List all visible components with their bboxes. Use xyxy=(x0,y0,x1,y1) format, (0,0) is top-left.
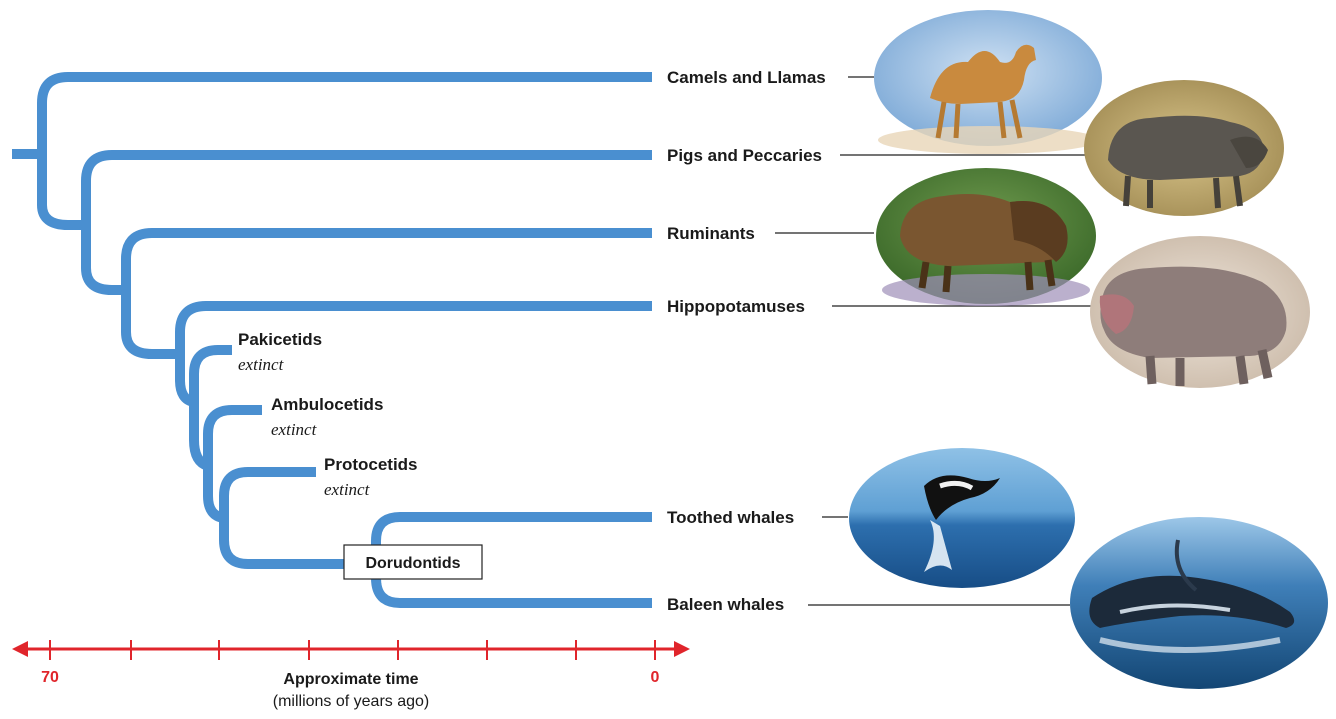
label-ruminants: Ruminants xyxy=(667,224,755,243)
label-protocetids-extinct: extinct xyxy=(324,480,371,499)
axis-title: Approximate time xyxy=(283,671,418,688)
label-toothed-whales: Toothed whales xyxy=(667,508,794,527)
camel-photo xyxy=(874,10,1102,154)
branch-hippos xyxy=(180,306,652,402)
axis-label-70: 70 xyxy=(41,669,59,686)
branch-ruminants xyxy=(126,233,652,354)
label-protocetids: Protocetids xyxy=(324,455,418,474)
hippo-photo xyxy=(1090,236,1310,388)
time-axis: 70 0 Approximate time (millions of years… xyxy=(12,640,690,710)
orca-photo xyxy=(849,448,1075,588)
label-pigs: Pigs and Peccaries xyxy=(667,146,822,165)
branch-pigs xyxy=(86,155,652,290)
label-camels: Camels and Llamas xyxy=(667,68,826,87)
label-hippos: Hippopotamuses xyxy=(667,297,805,316)
axis-label-0: 0 xyxy=(651,669,660,686)
humpback-photo xyxy=(1070,517,1328,689)
label-pakicetids: Pakicetids xyxy=(238,330,322,349)
bison-photo xyxy=(876,168,1096,306)
taxon-labels: Camels and Llamas Pigs and Peccaries Rum… xyxy=(238,68,826,614)
dorudontids-label: Dorudontids xyxy=(365,555,460,572)
axis-arrow-left xyxy=(12,641,28,657)
label-ambulocetids-extinct: extinct xyxy=(271,420,318,439)
label-baleen-whales: Baleen whales xyxy=(667,595,784,614)
axis-arrow-right xyxy=(674,641,690,657)
label-ambulocetids: Ambulocetids xyxy=(271,395,383,414)
cladogram-branches xyxy=(12,77,652,603)
warthog-photo xyxy=(1084,80,1284,216)
branch-ambulocetids xyxy=(208,410,262,518)
axis-subtitle: (millions of years ago) xyxy=(273,693,430,710)
label-pakicetids-extinct: extinct xyxy=(238,355,285,374)
dorudontids-box: Dorudontids xyxy=(344,545,482,579)
